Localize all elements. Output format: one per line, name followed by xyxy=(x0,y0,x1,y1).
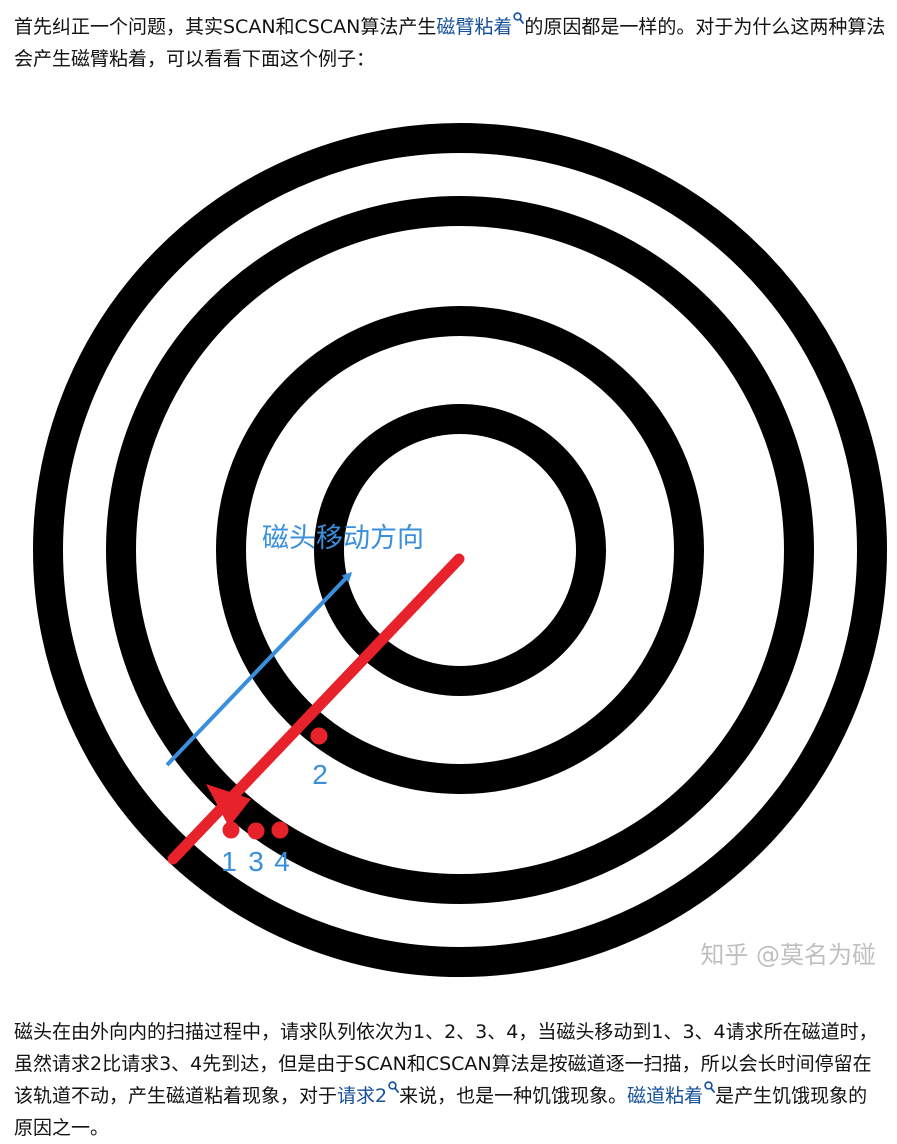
track-ring-outer xyxy=(33,123,887,977)
keyword-link-disk-arm-sticking[interactable]: 磁臂粘着 xyxy=(436,12,525,38)
explanation-paragraph: 磁头在由外向内的扫描过程中，请求队列依次为1、2、3、4，当磁头移动到1、3、4… xyxy=(14,1016,886,1144)
intro-text-before: 首先纠正一个问题，其实SCAN和CSCAN算法产生 xyxy=(14,16,437,38)
track-ring-2 xyxy=(216,306,704,794)
request-label-1: 1 xyxy=(221,846,237,877)
keyword-link-label[interactable]: 磁臂粘着 xyxy=(436,16,513,38)
explain-text-2: 来说，也是一种饥饿现象。 xyxy=(399,1085,628,1107)
request-label-3: 3 xyxy=(248,846,264,877)
head-direction-arrow xyxy=(165,571,353,767)
request-dot-1 xyxy=(222,821,240,839)
request-label-2: 2 xyxy=(312,759,328,790)
keyword-link-track-sticking[interactable]: 磁道粘着 xyxy=(627,1081,716,1107)
keyword-link-label[interactable]: 磁道粘着 xyxy=(627,1085,704,1107)
explain-text-3: 是产生饥饿现象的原因之一。 xyxy=(14,1085,868,1139)
disk-track-diagram: 磁头移动方向 2 1 3 4 知乎 @莫名为碰 xyxy=(0,90,897,990)
track-ring-inner xyxy=(314,404,606,696)
search-icon[interactable] xyxy=(513,12,525,25)
intro-paragraph: 首先纠正一个问题，其实SCAN和CSCAN算法产生磁臂粘着的原因都是一样的。对于… xyxy=(14,11,886,75)
intro-text-after: 的原因都是一样的。对于为什么这两种算法会产生磁臂粘着，可以看看下面这个例子： xyxy=(14,16,886,70)
request-dot-4 xyxy=(271,821,289,839)
request-dot-3 xyxy=(247,822,265,840)
direction-label: 磁头移动方向 xyxy=(262,523,424,554)
keyword-link-request-2[interactable]: 请求2 xyxy=(337,1081,400,1107)
watermark: 知乎 @莫名为碰 xyxy=(700,941,876,969)
request-dot-2 xyxy=(310,727,328,745)
search-icon[interactable] xyxy=(388,1081,400,1094)
request-label-4: 4 xyxy=(274,846,290,877)
track-ring-3 xyxy=(106,196,814,904)
disk-arm xyxy=(167,553,465,865)
keyword-link-label[interactable]: 请求2 xyxy=(337,1085,388,1107)
search-icon[interactable] xyxy=(704,1081,716,1094)
disk-head xyxy=(206,784,251,827)
explain-text-1: 磁头在由外向内的扫描过程中，请求队列依次为1、2、3、4，当磁头移动到1、3、4… xyxy=(14,1021,878,1107)
